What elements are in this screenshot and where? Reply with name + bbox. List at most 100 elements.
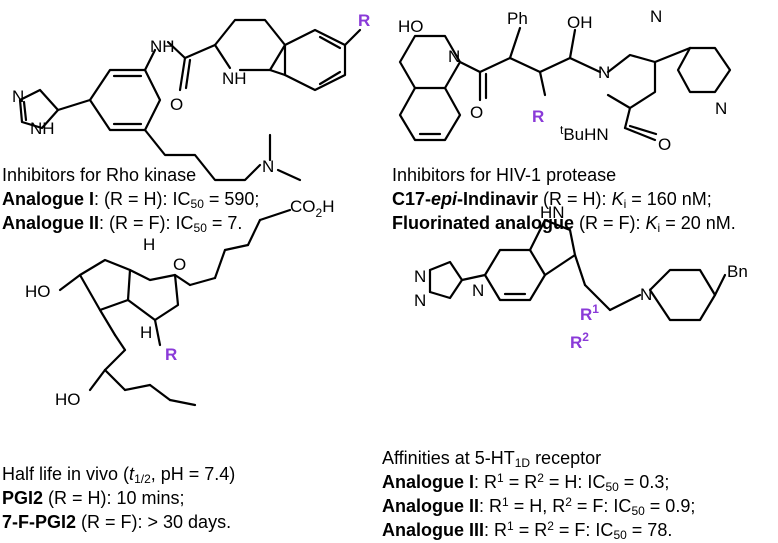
hiv-l1-ksub: i	[623, 197, 627, 211]
ht-l2-mid: = H, R	[508, 496, 566, 516]
ht-l2-tail: = F: IC	[571, 496, 632, 516]
pgi-l2-name: 7-F-PGI2	[2, 512, 77, 532]
rho-carbonyl-o: O	[170, 95, 183, 114]
ht-l2-sub: 50	[631, 504, 645, 518]
pgi-title: Half life in vivo (t1/2, pH = 7.4)	[2, 462, 235, 486]
rho-l2-rest: : (R = F): IC	[99, 213, 194, 233]
hiv-ph-label: Ph	[507, 9, 528, 28]
hiv-oh-label: OH	[567, 13, 593, 32]
ht1d-r1-group: R1	[580, 302, 599, 324]
ht-title-sub: 1D	[514, 456, 531, 470]
hiv-protease-structure	[398, 26, 732, 142]
ht-l2-s1: 1	[502, 495, 509, 509]
ht-l1-val: = 0.3;	[618, 472, 670, 492]
ht-line-3: Analogue III: R1 = R2 = F: IC50 = 78.	[382, 518, 695, 542]
ht-l3-s2: 2	[547, 519, 554, 533]
pgi2-co2h-a: CO	[290, 197, 316, 216]
rho-l1-name: Analogue I	[2, 189, 95, 209]
pgi-l1-rest: (R = H): 10 mins;	[43, 488, 185, 508]
ht-line-2: Analogue II: R1 = H, R2 = F: IC50 = 0.9;	[382, 494, 695, 518]
ht1d-r2-group: R2	[570, 330, 589, 352]
rho-nh-label: NH	[150, 37, 175, 56]
ht-l2-rest: : R	[479, 496, 503, 516]
hiv-line-1: C17-epi-Indinavir (R = H): Ki = 160 nM;	[392, 187, 736, 211]
pgi-l1-name: PGI2	[2, 488, 44, 508]
ht-caption: Affinities at 5-HT1D receptor Analogue I…	[382, 446, 695, 542]
ht1d-r2-text: R	[570, 333, 582, 352]
hiv-r-group: R	[532, 107, 544, 126]
hiv-line-2: Fluorinated analogue (R = F): Ki = 20 nM…	[392, 211, 736, 235]
ht-title-a: Affinities at 5-HT	[382, 448, 515, 468]
hiv-l2-name: Fluorinated analogue	[392, 213, 575, 233]
rho-l2-sub: 50	[193, 221, 207, 235]
hiv-piperazine-n2: N	[650, 7, 662, 26]
rho-line-2: Analogue II: (R = F): IC50 = 7.	[2, 211, 259, 235]
ht-l2-s2: 2	[565, 495, 572, 509]
hiv-l1-rest: (R = H):	[538, 189, 612, 209]
ht-title-b: receptor	[530, 448, 602, 468]
hiv-l2-k: K	[645, 213, 658, 233]
hiv-l1-val: = 160 nM;	[626, 189, 712, 209]
rho-l2-val: = 7.	[206, 213, 243, 233]
rho-title: Inhibitors for Rho kinase	[2, 165, 197, 185]
hiv-l2-val: = 20 nM.	[660, 213, 736, 233]
pgi-l2-rest: (R = F): > 30 days.	[76, 512, 232, 532]
ht1d-triazole-n3: N	[472, 281, 484, 300]
ht-l3-name: Analogue III	[382, 520, 485, 540]
ht1d-triazole-n2: N	[414, 291, 426, 310]
hiv-amide-o: O	[658, 135, 671, 154]
ht-l1-mid: = R	[503, 472, 538, 492]
pgi2-h-bottom: H	[140, 323, 152, 342]
pgi-line-1: PGI2 (R = H): 10 mins;	[2, 486, 235, 510]
rho-l2-name: Analogue II	[2, 213, 100, 233]
hiv-title: Inhibitors for HIV-1 protease	[392, 165, 617, 185]
ht-l2-name: Analogue II	[382, 496, 480, 516]
hiv-nh-label: N	[448, 47, 460, 66]
hiv-l1-name-b: epi	[431, 189, 458, 209]
pgi2-ho-chain-label: HO	[55, 390, 81, 409]
ht-l1-s2: 2	[537, 471, 544, 485]
hiv-tbuhn-text: BuHN	[563, 125, 608, 144]
ht-l1-sub: 50	[605, 480, 619, 494]
rho-pyrazole-nh: NH	[30, 119, 55, 138]
ht1d-r1-text: R	[580, 305, 592, 324]
pgi2-r-group: R	[165, 345, 177, 364]
ht-l3-tail: = F: IC	[553, 520, 614, 540]
hiv-carbonyl-o: O	[470, 103, 483, 122]
hiv-tbuhn-label: tBuHN	[560, 123, 609, 144]
ht-l2-val: = 0.9;	[644, 496, 696, 516]
rho-kinase-structure	[18, 18, 362, 182]
hiv-ho-label: HO	[398, 17, 424, 36]
hiv-l1-k: K	[611, 189, 624, 209]
ht-l1-s1: 1	[497, 471, 504, 485]
hiv-l2-rest: (R = F):	[574, 213, 646, 233]
rho-amine-n: N	[262, 157, 274, 176]
rho-l1-rest: : (R = H): IC	[94, 189, 191, 209]
ht-l3-s1: 1	[507, 519, 514, 533]
rho-pyrazole-n: N	[12, 87, 24, 106]
pgi-title-a: Half life in vivo (	[2, 464, 130, 484]
hiv-caption: Inhibitors for HIV-1 protease C17-epi-In…	[392, 163, 736, 235]
hiv-tbuhn-sup: t	[560, 123, 564, 137]
hiv-l1-name-a: C17-	[392, 189, 432, 209]
rho-ring-nh: NH	[222, 69, 247, 88]
hiv-l1-name-c: -Indinavir	[457, 189, 539, 209]
ht-l1-name: Analogue I	[382, 472, 475, 492]
ht-l3-val: = 78.	[626, 520, 673, 540]
pgi2-co2h-end: H	[322, 197, 334, 216]
ht1d-piperidine-n: N	[640, 285, 652, 304]
ht-l3-mid: = R	[513, 520, 548, 540]
ht-title: Affinities at 5-HT1D receptor	[382, 446, 695, 470]
ht-l1-rest: : R	[474, 472, 498, 492]
pgi-title-t: t	[129, 464, 135, 484]
rho-caption: Inhibitors for Rho kinase Analogue I: (R…	[2, 163, 259, 235]
ht1d-triazole-n1: N	[414, 267, 426, 286]
pgi2-h-top: H	[143, 235, 155, 254]
pgi-title-b: , pH = 7.4)	[150, 464, 236, 484]
ht-line-1: Analogue I: R1 = R2 = H: IC50 = 0.3;	[382, 470, 695, 494]
hiv-piperazine-n1: N	[598, 63, 610, 82]
rho-r-group: R	[358, 11, 370, 30]
ht1d-r1-sup: 1	[592, 302, 599, 316]
pgi2-co2h-sub: 2	[316, 206, 323, 220]
